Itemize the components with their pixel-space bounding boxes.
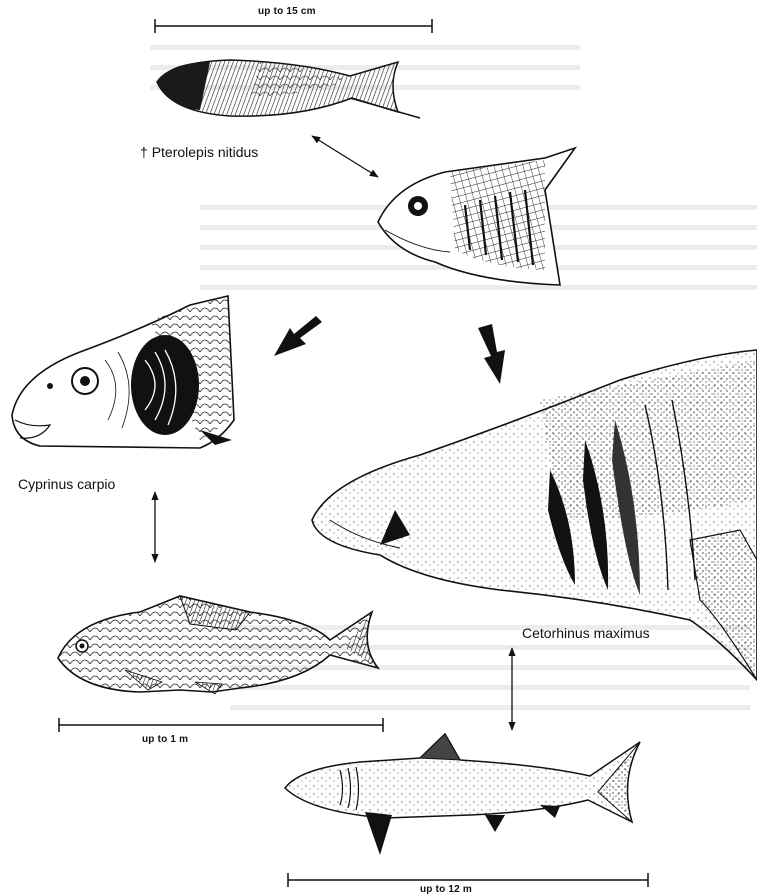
species-name-pterolepis: Pterolepis nitidus [152,144,259,160]
cetorhinus-fish-drawing [285,734,640,855]
scale-label-bottom: up to 12 m [420,884,472,895]
scale-label-middle: up to 1 m [142,734,188,745]
relation-arrow-pterolepis [312,136,378,177]
evolution-arrow-down [478,324,505,384]
scale-bar-top [155,19,432,33]
cyprinus-fish-drawing [58,596,378,694]
evolution-arrow-left [274,316,322,356]
pterolepis-fish-drawing [157,60,420,118]
scale-label-top: up to 15 cm [258,6,316,17]
cyprinus-head-drawing [12,296,234,448]
extinct-dagger-mark: † [140,144,148,160]
ancestral-head-drawing [378,148,575,285]
species-label-cetorhinus: Cetorhinus maximus [522,625,650,641]
scale-bar-middle [59,718,383,732]
species-label-pterolepis: † Pterolepis nitidus [140,144,258,160]
species-label-cyprinus: Cyprinus carpio [18,476,115,492]
